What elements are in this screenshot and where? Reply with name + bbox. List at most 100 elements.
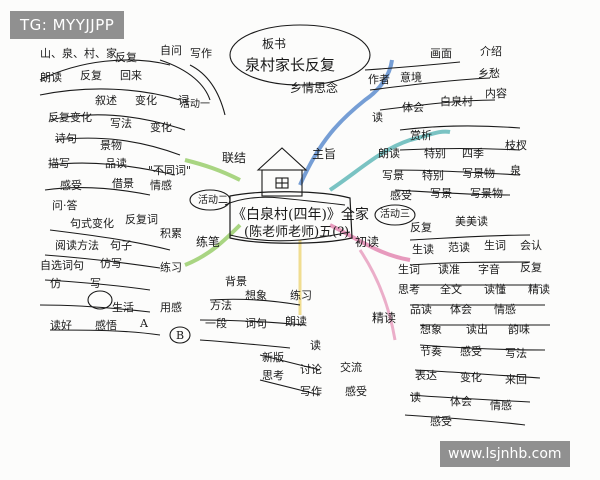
activity-3: 活动三 (380, 209, 410, 220)
branch-label-zhuzhi: 主旨 (312, 147, 337, 161)
branch-bottomright-pink (358, 249, 397, 341)
note: 自选词句 (40, 259, 84, 272)
note: 品读 (105, 157, 127, 170)
note: 写景物 (470, 187, 503, 200)
note: 叙述 (95, 94, 117, 107)
note: 诗句 (55, 132, 77, 145)
note: 感受 (60, 179, 82, 192)
note: 新版 (262, 351, 284, 364)
note: 词句 (245, 317, 267, 330)
top-title-line3: 乡情思念 (290, 81, 339, 95)
center-subtitle: (陈老师老师)五(?) (244, 225, 350, 240)
note: 想象 (245, 289, 267, 302)
note: 体会 (402, 101, 424, 114)
note: A (140, 317, 148, 330)
note: 读懂 (484, 283, 506, 296)
center-frame (229, 191, 353, 244)
note: 体会 (450, 303, 472, 316)
note: 写法 (110, 117, 132, 130)
note: 反复变化 (48, 111, 92, 124)
top-title-line2: 泉村家长反复 (245, 56, 336, 74)
note: B (176, 329, 185, 342)
activity-1: 活动一 (180, 99, 210, 110)
branch-label-jingdu: 精读 (372, 311, 397, 325)
note: 问·答 (52, 199, 78, 212)
note: 体会 (450, 395, 472, 408)
note: 背景 (225, 275, 247, 288)
note: 会认 (520, 239, 542, 252)
note: 赏析 (410, 129, 432, 142)
activity-2: 活动二 (198, 195, 228, 206)
center-title: 《白泉村(四年)》全家 (232, 207, 369, 223)
note: 介绍 (480, 45, 502, 58)
note: 思考 (262, 369, 284, 382)
note: 反复 (80, 69, 102, 82)
note: 生活 (112, 301, 134, 314)
branch-label-chudu: 初读 (355, 235, 380, 249)
note: 积累 (160, 227, 182, 240)
branch-label-lianxi2: 练笔 (196, 235, 221, 249)
note: 白泉村 (440, 95, 473, 108)
note: 读 (372, 111, 383, 124)
note: 讨论 (300, 363, 322, 376)
top-title-line1: 板书 (262, 37, 287, 51)
note: 变化 (460, 371, 482, 384)
note: 特别 (424, 147, 446, 160)
note: 朗读 (378, 147, 400, 160)
note: 读出 (466, 323, 488, 336)
note: 特别 (422, 169, 444, 182)
note: 写景 (430, 187, 452, 200)
note: 字音 (478, 263, 500, 276)
note: 感悟 (95, 319, 117, 332)
note: 品读 (410, 303, 432, 316)
note: 感受 (390, 189, 412, 202)
note: 作者 (368, 73, 390, 86)
watermark-bottom: www.lsjnhb.com (440, 441, 570, 467)
note: 仿 (50, 277, 61, 290)
watermark-top: TG: MYYJJPP (10, 11, 125, 39)
note: 变化 (150, 121, 172, 134)
note: 美美读 (455, 215, 488, 228)
branch-right-pink (329, 223, 411, 262)
note: 画面 (430, 47, 452, 60)
note: 变化 (135, 94, 157, 107)
note: 写景物 (462, 167, 495, 180)
note: 感受 (430, 415, 452, 428)
note: 乡愁 (478, 67, 500, 80)
note: 练习 (160, 261, 182, 274)
note: 表达 (415, 369, 437, 382)
note: 四季 (462, 147, 484, 160)
note: 句子 (110, 239, 132, 252)
note: 读 (310, 339, 321, 352)
note: 内容 (485, 87, 507, 100)
note: 节奏 (420, 345, 442, 358)
note: 自问 (160, 44, 182, 57)
note: 反复词 (125, 213, 158, 226)
note: 回来 (120, 69, 142, 82)
note: 精读 (528, 283, 550, 296)
note: 阅读方法 (55, 239, 99, 252)
note: 练习 (290, 289, 312, 302)
note: 情感 (494, 303, 516, 316)
note: 词 (178, 94, 189, 107)
note: 意境 (400, 71, 422, 84)
note: 韵味 (508, 323, 530, 336)
note: 句式变化 (70, 217, 114, 230)
note: 枝杈 (505, 139, 527, 152)
note: 方法 (210, 299, 232, 312)
note: 生词 (398, 263, 420, 276)
note: 思考 (398, 283, 420, 296)
note: 读准 (438, 263, 460, 276)
note: 读 (410, 391, 421, 404)
branch-left2-green (184, 223, 242, 267)
note: 情感 (490, 399, 512, 412)
note: 反复 (520, 261, 542, 274)
note: 朗读 (40, 71, 62, 84)
note: 交流 (340, 361, 362, 374)
branch-left-green (184, 158, 241, 182)
note: 一段 (205, 317, 227, 330)
branch-top-blue (298, 59, 394, 186)
note: 感受 (460, 345, 482, 358)
note: 朗读 (285, 315, 307, 328)
